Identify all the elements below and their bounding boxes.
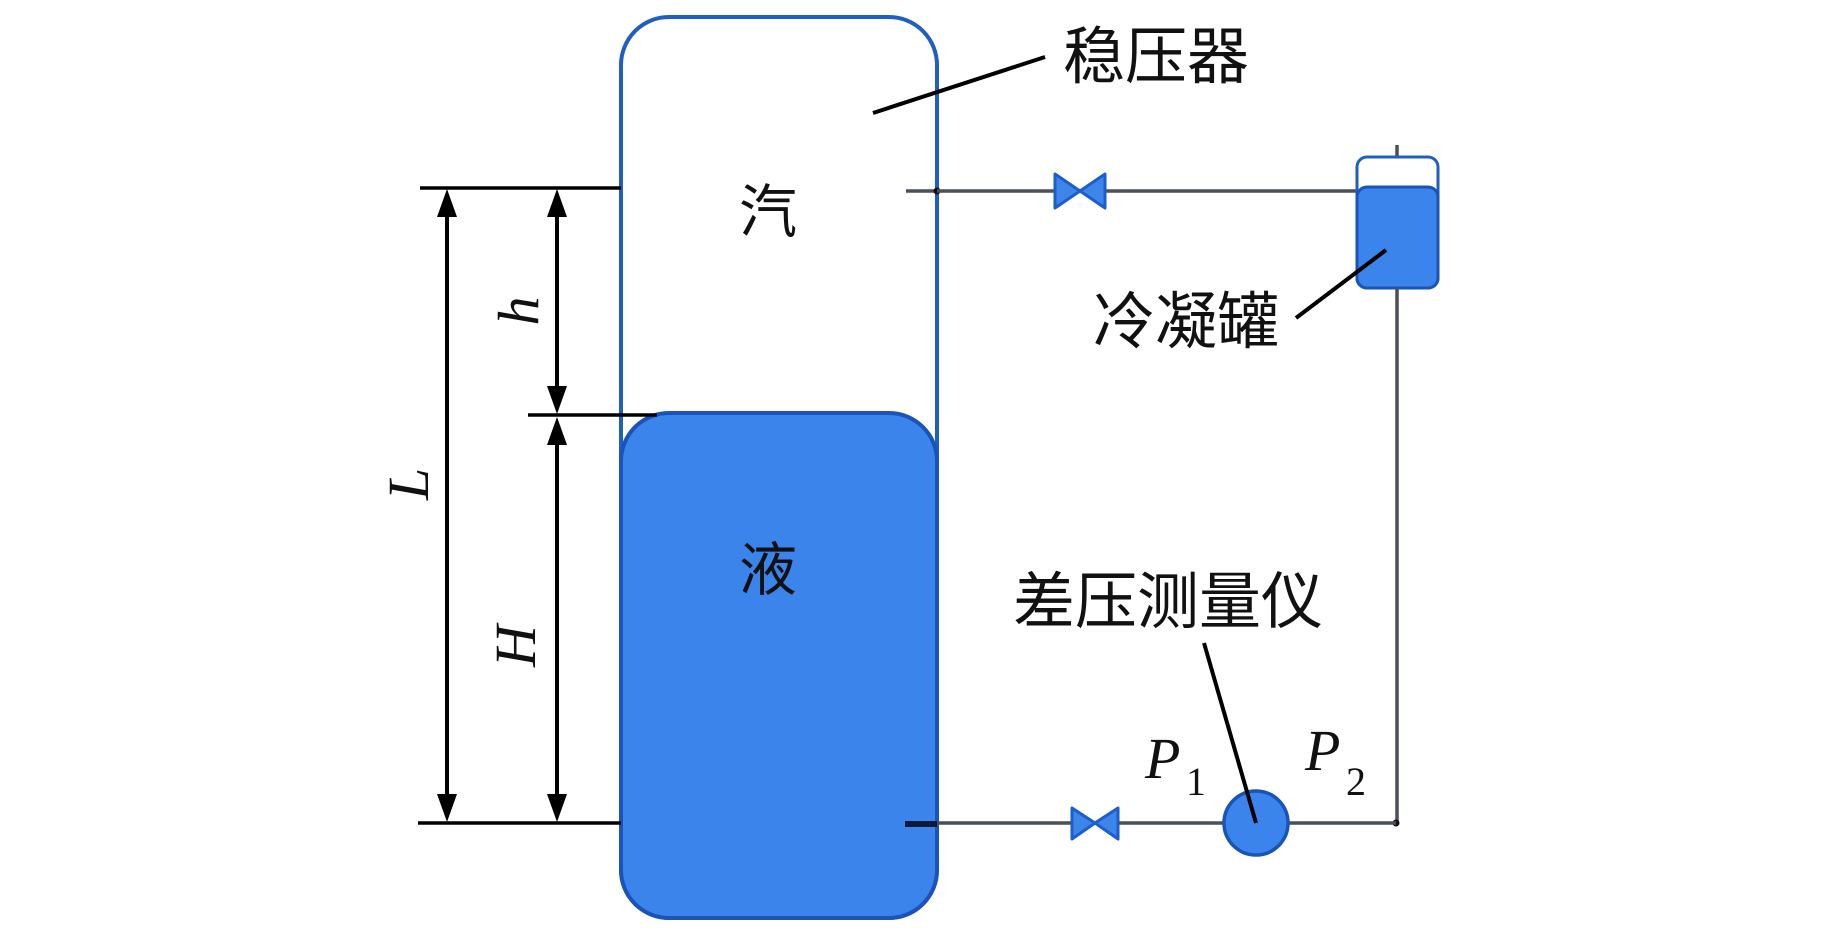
- p2-label: P: [1304, 718, 1340, 783]
- condensate-pot-label: 冷凝罐: [1093, 285, 1279, 358]
- pressurizer-liquid: [619, 411, 939, 920]
- liquid-label: 液: [739, 536, 797, 604]
- dimension-L-arrow-bottom: [437, 794, 457, 822]
- dimension-H-arrow-top: [547, 417, 567, 445]
- liquid-valve-icon: [1070, 806, 1120, 841]
- condensate-pot-leader: [1294, 248, 1388, 320]
- dp-gauge-label: 差压测量仪: [1013, 565, 1323, 638]
- p2-subscript: 2: [1346, 759, 1366, 804]
- pressurizer-leader: [872, 55, 1046, 115]
- pressurizer-label: 稳压器: [1063, 20, 1249, 93]
- dimension-h-arrow-bottom: [547, 386, 567, 414]
- dimension-L-label: L: [376, 468, 441, 501]
- dimension-H-arrow-bottom: [547, 794, 567, 822]
- condensate-pot-liquid: [1355, 185, 1440, 290]
- dimension-h-label: h: [486, 297, 551, 326]
- p1-subscript: 1: [1186, 759, 1206, 804]
- steam-label: 汽: [739, 178, 797, 246]
- dp-gauge-leader: [1202, 642, 1258, 824]
- dimension-L-arrow-top: [437, 189, 457, 217]
- steam-valve-icon: [1053, 172, 1107, 210]
- dimension-h-arrow-top: [547, 189, 567, 217]
- dimension-H-label: H: [483, 622, 548, 668]
- p1-label: P: [1144, 726, 1180, 791]
